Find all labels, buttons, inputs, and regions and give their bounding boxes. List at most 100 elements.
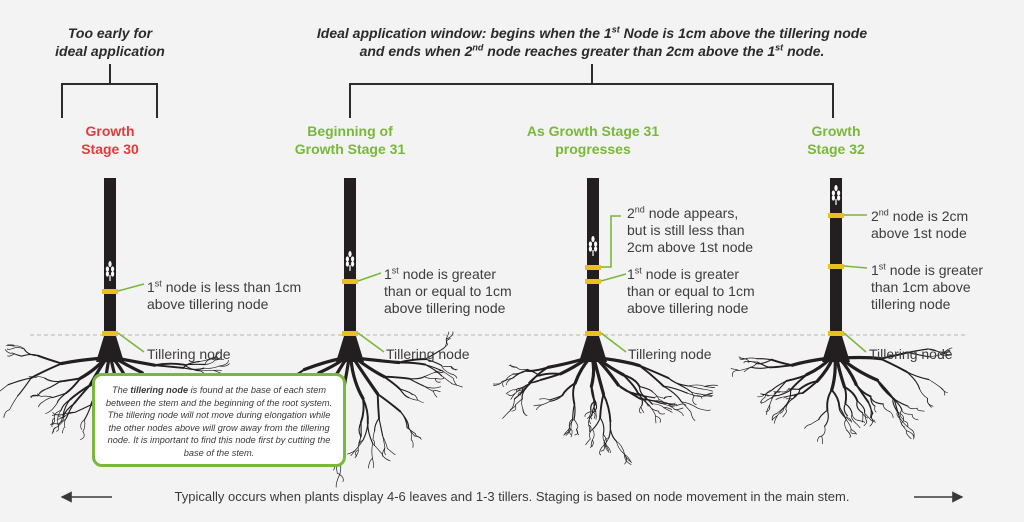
note-line: but is still less than [627,222,745,238]
root-branch [652,391,659,400]
root-branch [510,364,518,368]
root-branch [434,370,442,373]
root-branch [59,377,82,383]
root-branch [408,375,426,380]
root-branch [790,388,801,401]
root-branch [559,356,590,376]
root-branch [818,409,828,421]
root-branch [742,357,749,363]
root-base [822,336,850,362]
root-branch [649,405,656,417]
node-1-stage-32 [828,264,844,269]
root-branch [637,392,644,406]
digit: 1 [627,266,635,282]
root-branch [850,429,857,435]
root-branch [182,367,205,370]
note-line: 2cm above 1st node [627,239,754,255]
root-branch [893,398,909,407]
root-branch [772,415,778,421]
root-branch [601,437,610,449]
root-branch [432,386,442,389]
digit: 2 [627,205,635,221]
root-branch [513,385,526,391]
root-branch [408,426,416,437]
sup: st [391,265,399,276]
root-branch [60,411,76,416]
root-branch [114,356,157,367]
root-branch [692,395,697,406]
root-branch [599,393,605,419]
root-branch [616,441,625,455]
root-branch [591,402,597,416]
root-branch [687,384,706,387]
root-branch [942,350,951,355]
root-branch [452,377,458,386]
stage-31-begin-line1: Beginning of [307,123,393,139]
root-branch [350,449,356,456]
root-branch [88,356,109,387]
root-branch [533,404,542,407]
digit: 1 [384,266,392,282]
root-branch [830,356,837,392]
root-branch [218,360,229,367]
root-branch [892,398,899,413]
root-branch [766,393,776,401]
note-text: node is greater [398,266,497,282]
root-branch [445,331,454,340]
root-branch [756,358,773,361]
root-branch [83,404,92,421]
root-branch [899,409,904,420]
root-branch [424,363,444,372]
root-branch [383,375,411,380]
root-branch [362,423,369,441]
root-branch [446,338,451,345]
root-branch [590,412,594,420]
note-text: node is 2cm [888,208,969,224]
root-branch [78,356,107,380]
root-branch [434,376,445,380]
root-branch [730,368,739,371]
root-branch [3,409,10,418]
note-line: 1st node is greater [871,262,983,279]
stage-title-31-progress: As Growth Stage 31 progresses [503,122,683,158]
root-branch [844,403,853,415]
root-branch [37,401,44,408]
root-branch [382,447,386,457]
root-branch [668,403,678,406]
root-branch [764,389,773,398]
root-branch [450,373,458,379]
root-branch [655,415,661,423]
info-text-pre: The [112,385,131,395]
root-branch [576,428,579,436]
root-branch [439,338,447,351]
root-branch [731,370,739,377]
root-branch [743,360,751,364]
note-text: node is less than 1cm [161,279,302,295]
root-branch [64,412,76,417]
root-branch [204,358,216,365]
root-branch [372,457,374,468]
sup: st [878,261,886,272]
root-branch [360,397,365,424]
root-branch [638,364,670,379]
root-branch [771,413,777,421]
root-branch [850,429,857,435]
note-stage-30-node1: 1st node is less than 1cm above tillerin… [147,279,301,313]
root-branch [573,403,576,421]
root-branch [399,388,413,396]
root-branch [589,356,596,388]
root-branch [815,356,835,383]
root-branch [702,394,714,397]
root-branch [440,364,452,367]
root-branch [654,396,665,399]
ideal-line2-sup2: st [775,42,784,53]
ideal-line1-post: Node is 1cm above the tillering node [619,25,868,41]
root-branch [673,408,684,417]
root-branch [353,356,386,379]
root-branch [568,419,575,430]
root-branch [213,369,222,372]
tillering-node-stage-32 [828,331,844,336]
root-branch [702,392,712,397]
root-branch [704,384,718,387]
